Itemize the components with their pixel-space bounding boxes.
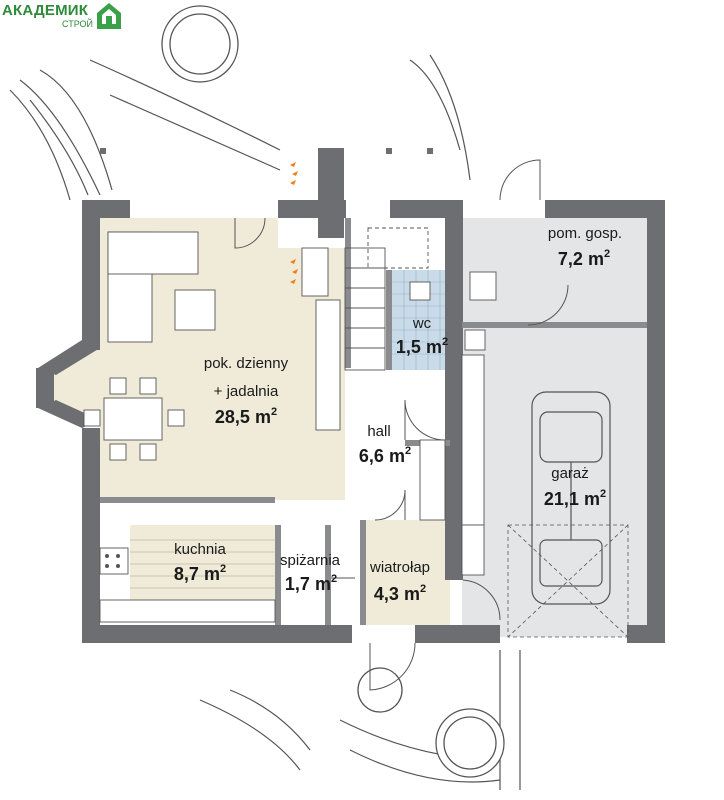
pantry-area-value: 1,7 m	[284, 574, 331, 594]
furniture	[83, 231, 497, 623]
kitchen-hob	[105, 554, 120, 568]
utility-room-area-value: 7,2 m	[557, 249, 604, 269]
hall-area: 6,6 m2	[345, 445, 425, 467]
wc-area: 1,5 m2	[384, 336, 460, 358]
round-pillars	[161, 5, 505, 778]
exterior-walls	[36, 148, 665, 643]
kitchen-counter	[130, 539, 275, 589]
brand-logo: АКАДЕМИК СТРОЙ	[0, 0, 130, 34]
vestibule-area-value: 4,3 m	[373, 584, 420, 604]
garage-name: garaż	[551, 465, 589, 482]
fireplace-marks	[290, 162, 298, 284]
terrace-bollards	[100, 148, 433, 156]
utility-room-area-unit: 2	[603, 248, 611, 260]
vestibule-area: 4,3 m2	[362, 583, 438, 605]
wc-name: wc	[412, 315, 432, 332]
living-room-name: pok. dzienny	[203, 355, 289, 372]
kitchen-area-unit: 2	[219, 563, 227, 575]
wc-area-value: 1,5 m	[395, 337, 442, 357]
living-room-area-unit: 2	[270, 406, 278, 418]
garage-area-value: 21,1 m	[543, 489, 600, 509]
utility-room-name: pom. gosp.	[547, 225, 623, 242]
vestibule-name: wiatrołap	[369, 559, 431, 576]
utility-room-area: 7,2 m2	[544, 248, 624, 270]
living-room-area: 28,5 m2	[196, 406, 296, 428]
wc-area-unit: 2	[441, 336, 449, 348]
garage-area-unit: 2	[599, 488, 607, 500]
logo-sub-text: СТРОЙ	[62, 19, 93, 29]
living-room-name-2: + jadalnia	[213, 383, 279, 400]
garage-door-marks	[507, 524, 629, 638]
living-room-area-value: 28,5 m	[214, 407, 271, 427]
pantry-area-unit: 2	[330, 573, 338, 585]
garage-area: 21,1 m2	[530, 488, 620, 510]
kitchen-area: 8,7 m2	[158, 563, 242, 585]
kitchen-area-value: 8,7 m	[173, 564, 220, 584]
hall-area-unit: 2	[404, 445, 412, 457]
pantry-name: spiżarnia	[279, 552, 341, 569]
house-logo-icon	[97, 3, 121, 29]
hall-area-value: 6,6 m	[358, 446, 405, 466]
door-swings	[234, 159, 569, 691]
garage-cabinet	[461, 329, 486, 576]
hall-name: hall	[367, 423, 391, 440]
kitchen-name: kuchnia	[174, 541, 226, 558]
logo-brand-text: АКАДЕМИК	[2, 2, 89, 19]
terrace-curves	[9, 54, 521, 790]
pantry-area: 1,7 m2	[276, 573, 346, 595]
stairs	[344, 227, 429, 371]
car-outline	[531, 391, 611, 605]
vestibule-area-unit: 2	[419, 583, 427, 595]
